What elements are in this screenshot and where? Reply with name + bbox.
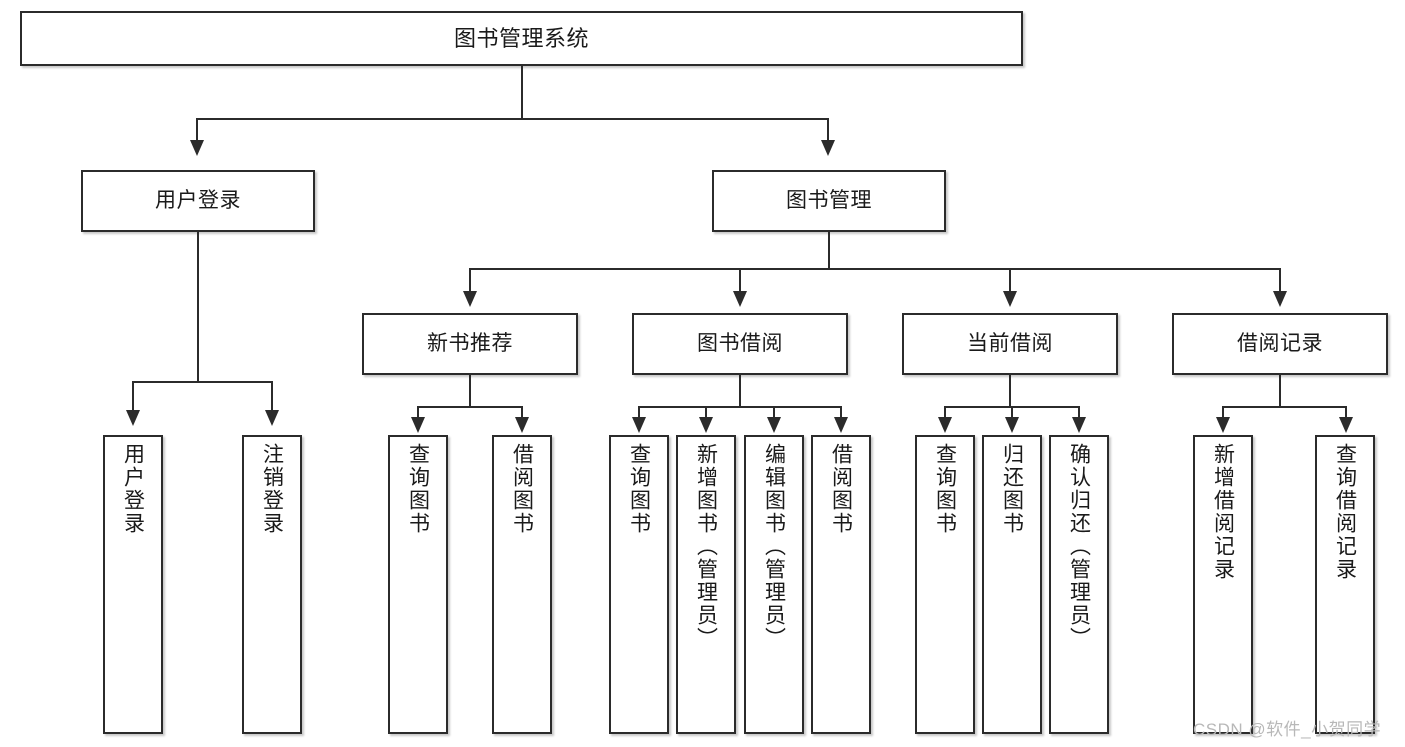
connector-level3-drop-1 [469,268,471,294]
arrow-to-leaf-borrow-book-2 [834,417,848,433]
connector-current-borrow-drop-2 [1011,406,1013,420]
node-leaf-logout-login[interactable]: 注销登录 [242,435,302,734]
connector-user-login-drop-2 [271,381,273,413]
node-leaf-query-book-1[interactable]: 查询图书 [388,435,448,734]
arrow-to-leaf-confirm-return [1072,417,1086,433]
connector-new-book-recommend-drop-1 [417,406,419,420]
node-label: 归还图书 [1000,443,1024,535]
node-leaf-add-book[interactable]: 新增图书（管理员） [676,435,736,734]
node-leaf-return-book[interactable]: 归还图书 [982,435,1042,734]
node-leaf-user-login[interactable]: 用户登录 [103,435,163,734]
node-book-borrow[interactable]: 图书借阅 [632,313,848,375]
arrow-to-leaf-return-book [1005,417,1019,433]
connector-book-borrow-stem [739,375,741,407]
watermark-text: CSDN @软件_小贺同学 [1193,720,1382,739]
node-label: 查询图书 [933,443,957,535]
arrow-to-leaf-query-book-2 [632,417,646,433]
connector-root-stem [521,66,523,119]
node-label: 新书推荐 [427,331,513,355]
node-label: 用户登录 [155,188,241,212]
node-label: 确认归还（管理员） [1067,443,1091,650]
node-leaf-add-record[interactable]: 新增借阅记录 [1193,435,1253,734]
arrow-to-user-login [190,140,204,156]
node-leaf-query-record[interactable]: 查询借阅记录 [1315,435,1375,734]
node-leaf-query-book-2[interactable]: 查询图书 [609,435,669,734]
arrow-to-borrow-record [1273,291,1287,307]
node-root-system[interactable]: 图书管理系统 [20,11,1023,66]
arrow-to-current-borrow [1003,291,1017,307]
connector-new-book-recommend-stem [469,375,471,407]
connector-borrow-record-stem [1279,375,1281,407]
node-borrow-record[interactable]: 借阅记录 [1172,313,1388,375]
node-label: 当前借阅 [967,331,1053,355]
arrow-to-leaf-add-record [1216,417,1230,433]
arrow-to-leaf-edit-book [767,417,781,433]
arrow-to-leaf-query-book-3 [938,417,952,433]
connector-new-book-recommend-bar [417,406,522,408]
connector-book-borrow-drop-4 [840,406,842,420]
node-label: 查询图书 [627,443,651,535]
arrow-to-leaf-query-book-1 [411,417,425,433]
connector-borrow-record-bar [1222,406,1346,408]
arrow-to-leaf-borrow-book-1 [515,417,529,433]
node-user-login[interactable]: 用户登录 [81,170,315,232]
node-leaf-query-book-3[interactable]: 查询图书 [915,435,975,734]
node-label: 注销登录 [260,443,284,535]
connector-user-login-stem [197,232,199,382]
connector-book-management-stem [828,232,830,269]
connector-level2-drop-left [196,118,198,143]
node-label: 查询借阅记录 [1333,443,1357,581]
connector-current-borrow-drop-1 [944,406,946,420]
connector-level2-bar [196,118,829,120]
connector-current-borrow-stem [1009,375,1011,407]
connector-book-borrow-drop-3 [773,406,775,420]
node-leaf-borrow-book-1[interactable]: 借阅图书 [492,435,552,734]
node-book-management[interactable]: 图书管理 [712,170,946,232]
connector-level3-bar [469,268,1281,270]
node-label: 借阅图书 [510,443,534,535]
node-current-borrow[interactable]: 当前借阅 [902,313,1118,375]
connector-user-login-drop-1 [132,381,134,413]
node-label: 查询图书 [406,443,430,535]
node-label: 图书管理 [786,188,872,212]
connector-level2-drop-right [827,118,829,143]
arrow-to-leaf-query-record [1339,417,1353,433]
arrow-to-new-book-recommend [463,291,477,307]
connector-book-borrow-drop-2 [705,406,707,420]
node-leaf-confirm-return[interactable]: 确认归还（管理员） [1049,435,1109,734]
connector-level3-drop-2 [739,268,741,294]
node-label: 新增图书（管理员） [694,443,718,650]
node-label: 用户登录 [121,443,145,535]
node-label: 借阅记录 [1237,331,1323,355]
arrow-to-leaf-add-book [699,417,713,433]
node-leaf-borrow-book-2[interactable]: 借阅图书 [811,435,871,734]
node-label: 图书借阅 [697,331,783,355]
connector-level3-drop-3 [1009,268,1011,294]
connector-borrow-record-drop-2 [1345,406,1347,420]
node-label: 新增借阅记录 [1211,443,1235,581]
connector-borrow-record-drop-1 [1222,406,1224,420]
connector-user-login-bar [132,381,272,383]
arrow-to-book-management [821,140,835,156]
node-label: 借阅图书 [829,443,853,535]
connector-current-borrow-drop-3 [1078,406,1080,420]
node-label: 编辑图书（管理员） [762,443,786,650]
connector-level3-drop-4 [1279,268,1281,294]
arrow-to-leaf-user-login [126,410,140,426]
node-leaf-edit-book[interactable]: 编辑图书（管理员） [744,435,804,734]
node-label: 图书管理系统 [453,25,589,51]
connector-book-borrow-bar [638,406,842,408]
arrow-to-leaf-logout-login [265,410,279,426]
node-new-book-recommend[interactable]: 新书推荐 [362,313,578,375]
connector-new-book-recommend-drop-2 [521,406,523,420]
arrow-to-book-borrow [733,291,747,307]
connector-book-borrow-drop-1 [638,406,640,420]
